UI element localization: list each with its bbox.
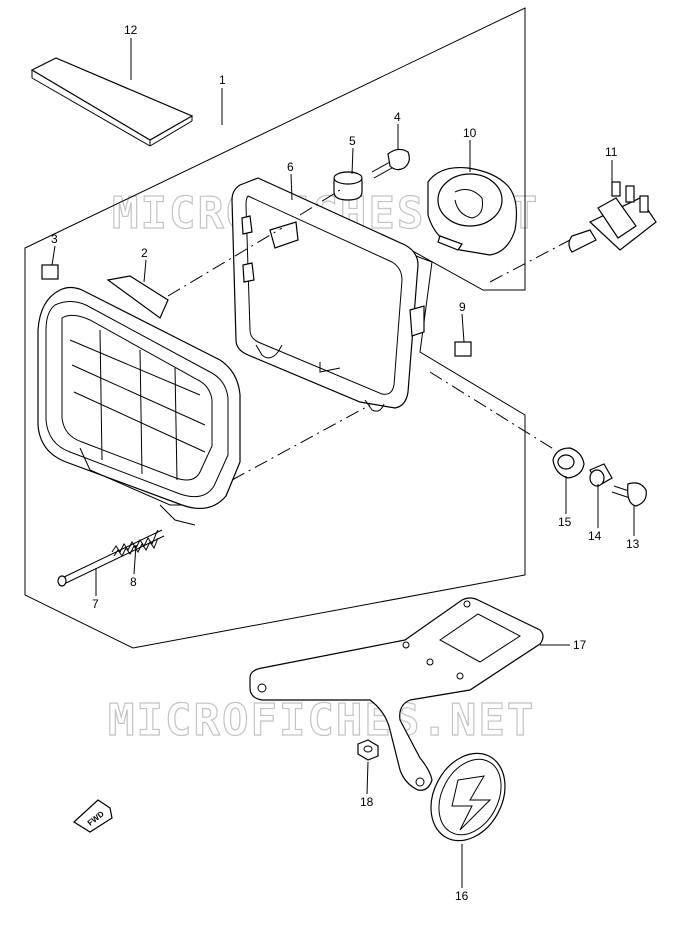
callout-4: 4 bbox=[394, 110, 401, 124]
fwd-arrow-icon: FWD bbox=[73, 799, 113, 833]
part-15-grommet bbox=[552, 447, 585, 479]
part-12-sticker bbox=[30, 57, 194, 147]
part-10-socket-cover bbox=[427, 166, 518, 256]
callout-2: 2 bbox=[141, 246, 148, 260]
part-16-emblem bbox=[430, 752, 506, 842]
callout-3: 3 bbox=[51, 232, 58, 246]
leader-lines bbox=[51, 38, 635, 888]
callout-15: 15 bbox=[558, 515, 572, 529]
callout-12: 12 bbox=[124, 23, 138, 37]
callout-6: 6 bbox=[287, 160, 294, 174]
part-6-headlight-rim bbox=[231, 177, 425, 412]
part-7-long-screw bbox=[57, 529, 165, 587]
assembly-lines bbox=[167, 189, 571, 481]
callout-11: 11 bbox=[605, 145, 618, 159]
callout-5: 5 bbox=[349, 134, 356, 148]
callout-13: 13 bbox=[626, 537, 640, 551]
part-4-adjust-screw bbox=[371, 148, 410, 179]
assembly-outline-box bbox=[24, 7, 526, 649]
callout-10: 10 bbox=[463, 126, 477, 140]
part-14-collar bbox=[589, 463, 613, 487]
watermark-bottom: MICROFICHES.NET bbox=[108, 695, 535, 746]
part-11-bulb bbox=[568, 181, 657, 253]
callout-17: 17 bbox=[573, 638, 587, 652]
callout-9: 9 bbox=[459, 300, 466, 314]
part-18-nut bbox=[357, 739, 379, 761]
part-13-bolt bbox=[611, 482, 647, 507]
part-17-bracket bbox=[249, 597, 544, 791]
callout-7: 7 bbox=[92, 597, 99, 611]
callout-8: 8 bbox=[130, 575, 137, 589]
part-2-headlight-unit bbox=[37, 275, 241, 526]
part-5-grommet bbox=[333, 171, 363, 201]
part-3-nut-clip bbox=[41, 264, 59, 280]
callout-16: 16 bbox=[455, 889, 469, 903]
callout-1: 1 bbox=[219, 73, 226, 87]
callout-numbers: 12 1 4 10 5 6 11 3 2 9 15 14 13 8 7 17 1… bbox=[51, 23, 640, 903]
callout-14: 14 bbox=[588, 529, 602, 543]
part-9-nut-clip bbox=[454, 341, 472, 357]
callout-18: 18 bbox=[360, 795, 374, 809]
